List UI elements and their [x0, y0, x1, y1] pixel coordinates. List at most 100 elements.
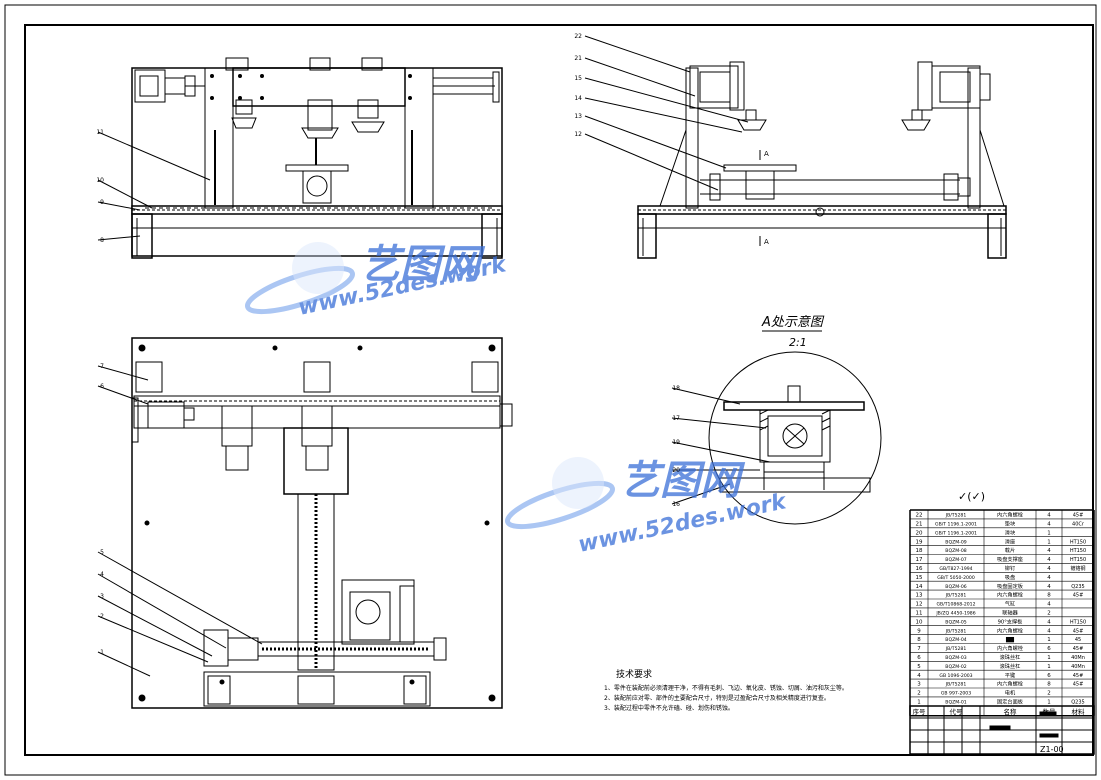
bom-code: BQZM-05 — [945, 619, 966, 625]
leader-label-side: 13 — [574, 113, 582, 120]
bom-material: HT150 — [1070, 557, 1086, 563]
leader-label-front: 10 — [96, 177, 104, 184]
leader-label-front: 9 — [100, 199, 104, 206]
bom-qty: 1 — [1047, 530, 1051, 536]
section-marker-bottom: A — [764, 238, 769, 246]
bom-qty: 6 — [1047, 673, 1051, 679]
bom-code: GB/T 1196.1-2001 — [935, 530, 977, 536]
leader-label-detail: 20 — [672, 467, 680, 474]
bom-index: 20 — [916, 530, 923, 536]
tech-title: 技术要求 — [616, 668, 652, 680]
leader-label-detail: 19 — [672, 439, 680, 446]
bom-index: 18 — [916, 548, 923, 554]
bom-material: 45# — [1073, 593, 1084, 599]
bom-material: 45# — [1073, 646, 1084, 652]
bom-material: HT150 — [1070, 539, 1086, 545]
bom-index: 5 — [917, 664, 921, 670]
bom-code: BQZM-04 — [945, 637, 966, 643]
detail-scale: 2:1 — [789, 336, 807, 349]
bom-name: 内六角螺栓 — [997, 626, 1024, 634]
bom-index: 4 — [917, 673, 921, 679]
bom-index: 17 — [916, 557, 923, 563]
bom-code: JB/T5281 — [945, 682, 967, 688]
bom-header: 序号 — [913, 707, 927, 716]
bom-qty: 4 — [1047, 566, 1051, 572]
leader-label-detail: 18 — [672, 385, 680, 392]
bom-qty: 6 — [1047, 646, 1051, 652]
bom-code: BQZM-03 — [945, 655, 966, 661]
leader-label-front: 8 — [100, 237, 104, 244]
bom-name: 垫块 — [1005, 520, 1016, 528]
bom-qty: 1 — [1047, 539, 1051, 545]
leader-label-plan: 2 — [100, 613, 104, 620]
bom-header: 代号 — [950, 707, 964, 716]
bom-qty: 4 — [1047, 522, 1051, 528]
bom-name: 联轴器 — [1002, 609, 1018, 617]
bom-index: 2 — [917, 691, 921, 697]
bom-name: 电机 — [1005, 689, 1016, 697]
bom-material: 45# — [1073, 682, 1084, 688]
bom-code: BQZM-01 — [945, 700, 966, 706]
bom-index: 15 — [916, 575, 923, 581]
bom-qty: 4 — [1047, 584, 1051, 590]
watermark-1: 艺图网 www.52des.work — [245, 242, 510, 321]
drawing-number: Z1-00 — [1040, 745, 1064, 754]
bom-qty: 1 — [1047, 664, 1051, 670]
bom-qty: 4 — [1047, 548, 1051, 554]
bom-index: 7 — [917, 646, 921, 652]
bom-header: 名称 — [1004, 707, 1018, 716]
bom-code: BQZM-06 — [945, 584, 966, 590]
bom-qty: 8 — [1047, 682, 1051, 688]
leader-label-side: 21 — [574, 55, 582, 62]
bom-qty: 2 — [1047, 691, 1051, 697]
bom-index: 6 — [917, 655, 921, 661]
leader-label-plan: 1 — [100, 649, 104, 656]
bom-qty: 1 — [1047, 700, 1051, 706]
bom-code: JB/T5281 — [945, 646, 967, 652]
leader-label-plan: 5 — [100, 549, 104, 556]
bom-code: BQZM-08 — [945, 548, 966, 554]
bom-material: HT150 — [1070, 619, 1086, 625]
bom-index: 3 — [917, 682, 921, 688]
bom-name: 载片 — [1005, 546, 1015, 554]
bom-material: 45 — [1075, 637, 1081, 643]
bom-name: 气缸 — [1005, 600, 1015, 608]
bom-qty: 2 — [1047, 611, 1051, 617]
bom-name: 平键 — [1005, 671, 1015, 679]
bom-qty: 8 — [1047, 593, 1051, 599]
tech-requirements: 技术要求 1、零件在装配前必须清理干净，不得有毛刺、飞边、氧化皮、锈蚀、切屑、油… — [604, 668, 848, 712]
bom-index: 11 — [916, 611, 923, 617]
bom-material: HT150 — [1070, 548, 1086, 554]
tech-line-3: 3、装配过程中零件不允许磕、碰、划伤和锈蚀。 — [604, 704, 734, 712]
bom-index: 14 — [916, 584, 923, 590]
bom-name: 吸盘固定板 — [997, 582, 1024, 590]
leader-label-plan: 3 — [100, 593, 104, 600]
front-view — [97, 57, 503, 259]
bom-qty: 1 — [1047, 655, 1051, 661]
bom-name: 吸盘支撑座 — [997, 555, 1023, 563]
bom-name: 内六角螺栓 — [997, 591, 1024, 599]
title-block: Z1-00 — [909, 705, 1095, 755]
tech-line-1: 1、零件在装配前必须清理干净，不得有毛刺、飞边、氧化皮、锈蚀、切屑、油污和灰尘等… — [604, 684, 848, 692]
leader-label-plan: 6 — [100, 383, 104, 390]
tech-line-2: 2、装配前应对零、部件的主要配合尺寸，特别是过盈配合尺寸及相关精度进行复查。 — [604, 694, 830, 702]
bom-code: BQZM-09 — [945, 539, 966, 545]
detail-title: A处示意图 — [761, 314, 825, 330]
inner-frame — [24, 24, 1094, 756]
bom-name: 滚珠丝杠 — [1000, 662, 1021, 670]
watermark-brand-2: 艺图网 — [620, 458, 746, 504]
outer-border — [4, 4, 1097, 776]
bom-material: 45# — [1073, 673, 1084, 679]
bom-index: 8 — [917, 637, 921, 643]
bom-name: 滑座 — [1005, 537, 1015, 545]
bom-code: GB/T10868-2012 — [936, 602, 975, 608]
bom-index: 12 — [916, 602, 923, 608]
bom-name: 内六角螺栓 — [997, 644, 1024, 652]
bom-index: 19 — [916, 539, 923, 545]
bom-name: 铆钉 — [1005, 564, 1015, 572]
leader-label-plan: 7 — [100, 363, 104, 370]
bom-name: 内六角螺栓 — [997, 680, 1024, 688]
bom-material: 40Mn — [1071, 655, 1085, 661]
